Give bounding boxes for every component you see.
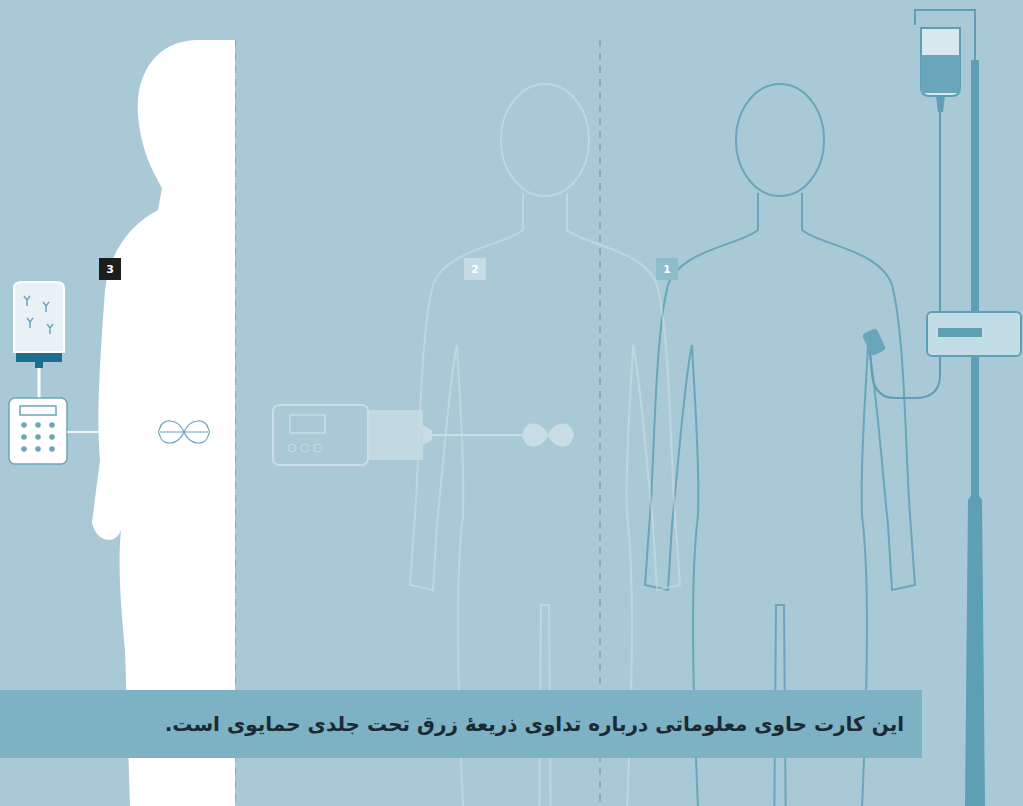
callout-number: 2 bbox=[464, 258, 486, 280]
iv-stand bbox=[862, 10, 1021, 806]
infusion-pump bbox=[9, 282, 210, 464]
callout-number: 1 bbox=[656, 258, 678, 280]
caption-band: این کارت حاوی معلوماتی درباره تداوی ذریع… bbox=[0, 690, 922, 758]
caption-text: این کارت حاوی معلوماتی درباره تداوی ذریع… bbox=[18, 712, 904, 736]
callout-number: 3 bbox=[99, 258, 121, 280]
